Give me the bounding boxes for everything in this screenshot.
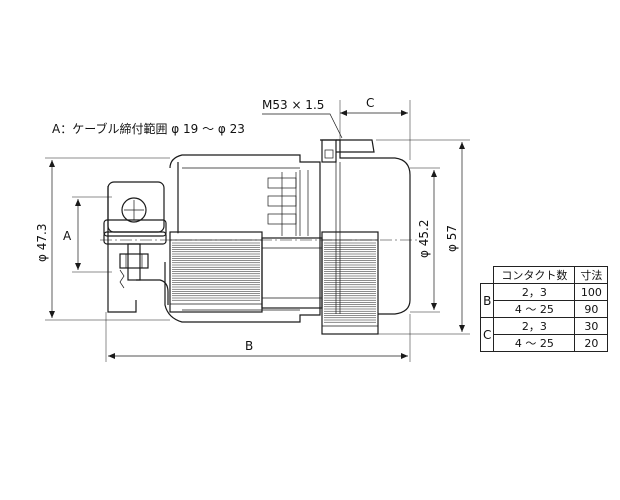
cable-clamp xyxy=(103,181,169,313)
row-value: 20 xyxy=(574,334,609,352)
front-coupling-nut xyxy=(321,231,379,335)
phi45-label: φ 45.2 xyxy=(417,220,431,258)
phi47-label: φ 47.3 xyxy=(35,224,49,262)
thread-spec-label: M53 × 1.5 xyxy=(262,98,324,112)
table-row: 4 〜 25 90 xyxy=(481,300,609,318)
row-value: 30 xyxy=(574,317,609,335)
table-row: B 2，3 100 xyxy=(479,283,609,318)
b-dim-label: B xyxy=(245,339,253,353)
front-shell xyxy=(320,139,411,315)
phi57-label: φ 57 xyxy=(445,225,459,252)
cable-range-note: A：ケーブル締付範囲 φ 19 〜 φ 23 xyxy=(52,121,245,136)
row-contacts: 2，3 xyxy=(493,317,576,335)
c-dim-label: C xyxy=(366,96,374,110)
row-contacts: 4 〜 25 xyxy=(493,334,576,352)
table-header-row: コンタクト数 寸法 xyxy=(480,266,609,284)
rear-knurl-pattern xyxy=(172,242,260,301)
row-value: 100 xyxy=(574,283,609,301)
row-value: 90 xyxy=(574,300,609,318)
thread-leader xyxy=(262,113,343,139)
mid-section xyxy=(261,170,323,309)
group-c-label: C xyxy=(479,317,495,352)
row-contacts: 2，3 xyxy=(493,283,576,301)
a-dim-label: A xyxy=(63,229,72,243)
group-b-label: B xyxy=(479,283,495,318)
table-row: C 2，3 30 xyxy=(479,317,609,352)
header-size: 寸法 xyxy=(574,266,609,284)
dimension-table: コンタクト数 寸法 B 2，3 100 4 〜 25 90 C 2，3 30 4… xyxy=(479,266,609,352)
row-contacts: 4 〜 25 xyxy=(493,300,576,318)
header-contacts: コンタクト数 xyxy=(493,266,576,284)
connector-body xyxy=(164,154,321,323)
table-corner xyxy=(480,266,495,284)
table-row: 4 〜 25 20 xyxy=(481,334,609,352)
front-knurl-pattern xyxy=(324,242,376,323)
